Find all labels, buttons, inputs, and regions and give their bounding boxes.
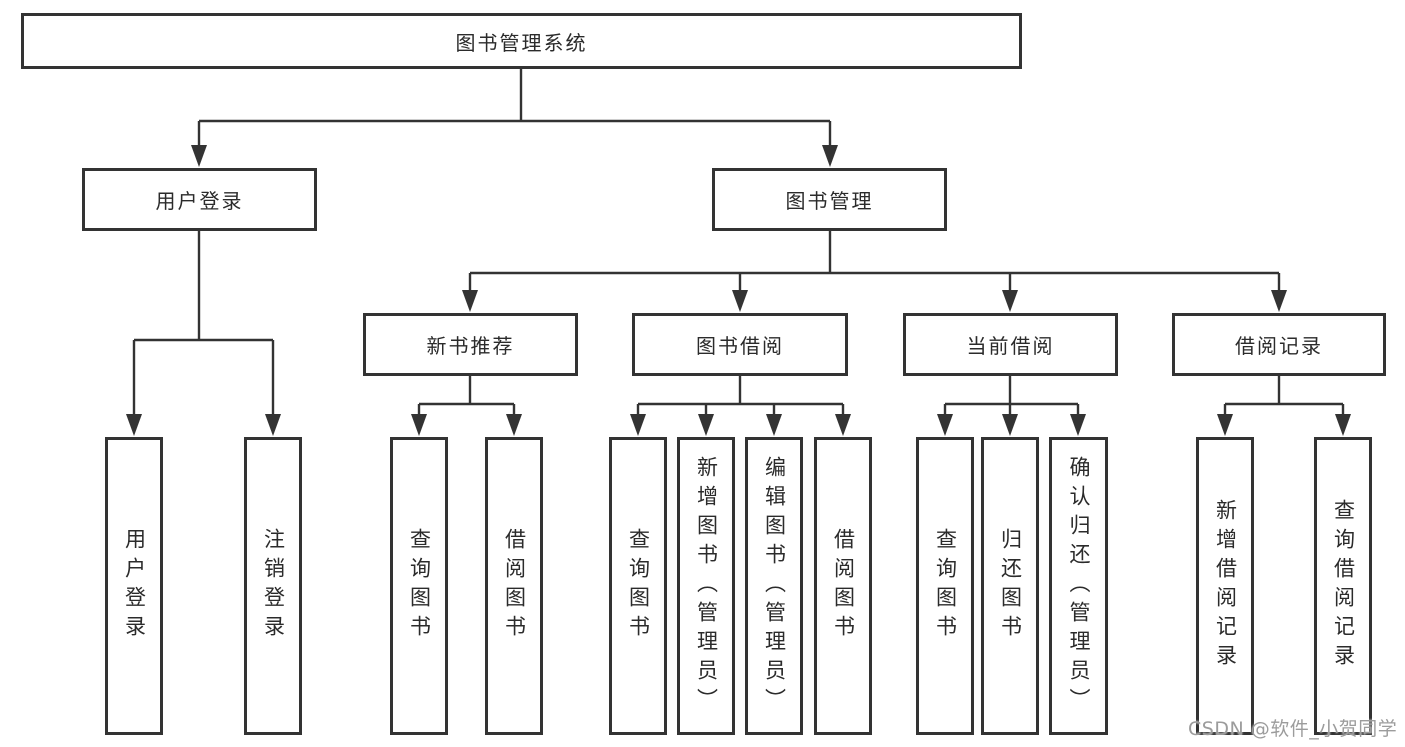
arrowhead-icon bbox=[265, 414, 281, 436]
connector-borrow-records-to-leaves bbox=[1223, 376, 1345, 416]
leaf-logout: 注销登录 bbox=[244, 437, 302, 735]
arrowhead-icon bbox=[1271, 290, 1287, 312]
arrowhead-icon bbox=[411, 414, 427, 436]
leaf-label: 查询图书 bbox=[407, 528, 432, 644]
arrowhead-icon bbox=[1217, 414, 1233, 436]
arrowhead-icon bbox=[506, 414, 522, 436]
arrowhead-icon bbox=[126, 414, 142, 436]
leaf-label: 查询借阅记录 bbox=[1331, 499, 1356, 673]
arrowhead-icon bbox=[732, 290, 748, 312]
arrowhead-icon bbox=[698, 414, 714, 436]
leaf-records-add-borrow-record: 新增借阅记录 bbox=[1196, 437, 1254, 735]
node-book-management: 图书管理 bbox=[712, 168, 947, 231]
arrowhead-icon bbox=[630, 414, 646, 436]
leaf-label: 归还图书 bbox=[998, 528, 1023, 644]
leaf-label: 借阅图书 bbox=[502, 528, 527, 644]
connector-book-management-to-level3 bbox=[468, 231, 1281, 292]
arrowhead-icon bbox=[1070, 414, 1086, 436]
leaf-label: 用户登录 bbox=[122, 528, 147, 644]
node-label: 图书管理 bbox=[785, 189, 874, 213]
node-label: 图书借阅 bbox=[696, 334, 784, 358]
node-label: 新书推荐 bbox=[426, 334, 515, 358]
connector-root-to-level2 bbox=[197, 69, 832, 147]
leaf-label: 编辑图书（管理员） bbox=[762, 455, 787, 717]
leaf-label: 借阅图书 bbox=[831, 528, 856, 644]
arrowhead-icon bbox=[835, 414, 851, 436]
leaf-current-confirm-return-admin: 确认归还（管理员） bbox=[1049, 437, 1108, 735]
leaf-borrow-borrow-books: 借阅图书 bbox=[814, 437, 872, 735]
leaf-label: 新增借阅记录 bbox=[1213, 499, 1238, 673]
node-root-system: 图书管理系统 bbox=[21, 13, 1022, 69]
leaf-label: 确认归还（管理员） bbox=[1067, 455, 1092, 717]
leaf-newbooks-borrow-books: 借阅图书 bbox=[485, 437, 543, 735]
leaf-borrow-add-books-admin: 新增图书（管理员） bbox=[677, 437, 735, 735]
node-label: 当前借阅 bbox=[966, 334, 1055, 358]
leaf-label: 查询图书 bbox=[933, 528, 958, 644]
connector-book-borrow-to-leaves bbox=[636, 376, 845, 416]
node-borrow-records: 借阅记录 bbox=[1172, 313, 1386, 376]
node-new-book-recommend: 新书推荐 bbox=[363, 313, 578, 376]
node-label: 借阅记录 bbox=[1235, 334, 1323, 358]
leaf-current-return-books: 归还图书 bbox=[981, 437, 1039, 735]
csdn-watermark: CSDN @软件_小贺同学 bbox=[1188, 718, 1398, 740]
leaf-borrow-query-books: 查询图书 bbox=[609, 437, 667, 735]
arrowhead-icon bbox=[766, 414, 782, 436]
arrowhead-icon bbox=[937, 414, 953, 436]
leaf-records-query-borrow-record: 查询借阅记录 bbox=[1314, 437, 1372, 735]
leaf-label: 新增图书（管理员） bbox=[694, 455, 719, 717]
arrowhead-icon bbox=[1002, 290, 1018, 312]
node-label: 用户登录 bbox=[155, 189, 244, 213]
arrowhead-icon bbox=[191, 145, 207, 167]
leaf-current-query-books: 查询图书 bbox=[916, 437, 974, 735]
leaf-label: 注销登录 bbox=[261, 528, 286, 644]
leaf-newbooks-query-books: 查询图书 bbox=[390, 437, 448, 735]
node-book-borrow: 图书借阅 bbox=[632, 313, 848, 376]
node-user-login: 用户登录 bbox=[82, 168, 317, 231]
connector-current-borrow-to-leaves bbox=[943, 376, 1080, 416]
arrowhead-icon bbox=[462, 290, 478, 312]
connector-user-login-to-leaves bbox=[132, 231, 275, 416]
node-current-borrow: 当前借阅 bbox=[903, 313, 1118, 376]
leaf-label: 查询图书 bbox=[626, 528, 651, 644]
node-label: 图书管理系统 bbox=[455, 30, 588, 55]
arrowhead-icon bbox=[822, 145, 838, 167]
connector-new-books-to-leaves bbox=[417, 376, 516, 416]
arrowhead-icon bbox=[1335, 414, 1351, 436]
arrowhead-icon bbox=[1002, 414, 1018, 436]
leaf-borrow-edit-books-admin: 编辑图书（管理员） bbox=[745, 437, 803, 735]
leaf-user-login: 用户登录 bbox=[105, 437, 163, 735]
